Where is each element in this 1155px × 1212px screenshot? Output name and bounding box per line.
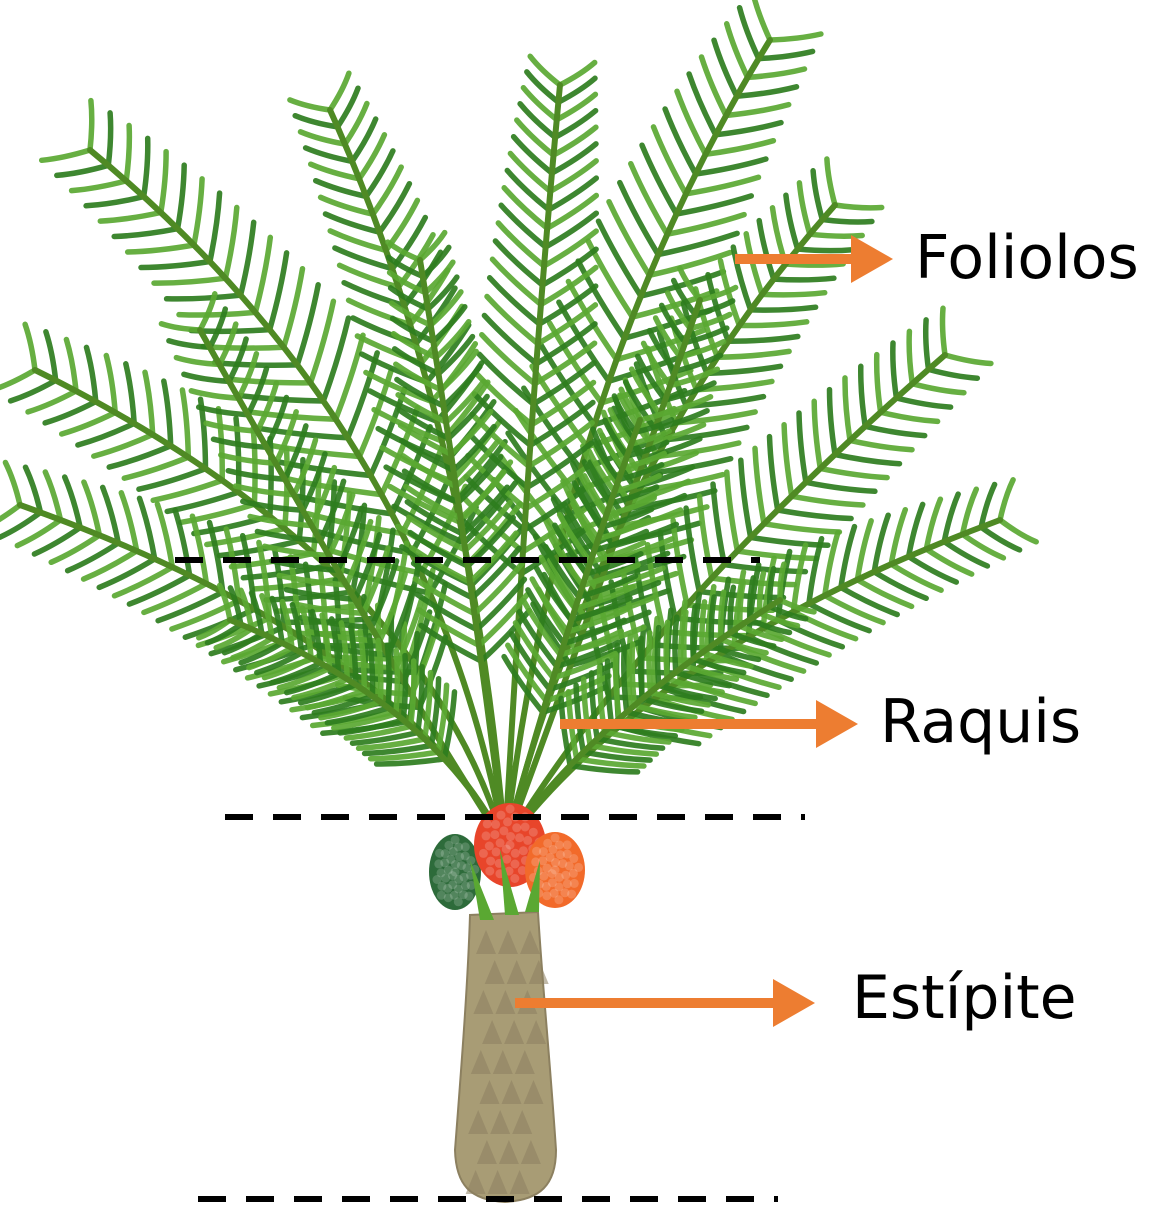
label-estipite: Estípite (852, 968, 1077, 1028)
fruit-bunches (429, 803, 585, 920)
label-raquis: Raquis (880, 692, 1081, 752)
arrow-right-icon (515, 979, 815, 1027)
label-foliolos: Foliolos (915, 228, 1139, 288)
trunk-estipite (455, 912, 556, 1202)
